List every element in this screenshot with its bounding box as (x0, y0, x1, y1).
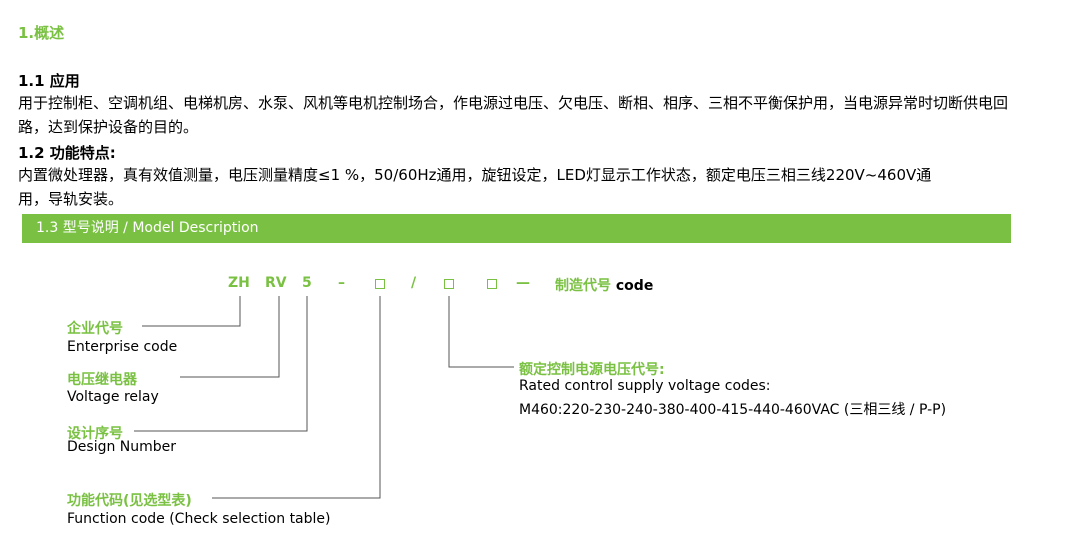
enterprise-connector (142, 296, 241, 327)
application-heading: 1.1 应用 (18, 72, 80, 90)
code-slash: / (411, 275, 417, 291)
code-rv: RV (265, 275, 287, 291)
manufacture-code-label: 制造代号 code (555, 275, 653, 295)
voltage-label-cn: 额定控制电源电压代号: (519, 362, 665, 378)
function-connector (212, 296, 381, 499)
voltage-connector (448, 296, 514, 368)
relay-connector (180, 296, 280, 378)
relay-label-en: Voltage relay (67, 389, 159, 405)
code-five: 5 (302, 275, 312, 291)
code-emdash: — (516, 275, 530, 291)
code-dash: – (338, 275, 345, 291)
function-label-en: Function code (Check selection table) (67, 511, 331, 527)
voltage-label-en: Rated control supply voltage codes: (519, 378, 771, 394)
features-text: 内置微处理器，真有效值测量，电压测量精度≤1 %，50/60Hz通用，旋钮设定，… (18, 166, 932, 208)
model-description-banner: 1.3 型号说明 / Model Description (22, 214, 1011, 243)
function-code-box (375, 279, 385, 289)
design-connector (134, 296, 308, 432)
code-zh: ZH (228, 275, 250, 291)
design-label-cn: 设计序号 (67, 426, 123, 442)
manufacture-code-cn: 制造代号 (555, 278, 611, 294)
manufacture-code-box (487, 279, 497, 289)
features-heading: 1.2 功能特点: (18, 144, 116, 162)
enterprise-label-en: Enterprise code (67, 339, 178, 355)
design-label-en: Design Number (67, 439, 177, 455)
relay-label-cn: 电压继电器 (67, 372, 137, 388)
section-title: 1.概述 (18, 24, 65, 42)
voltage-code-box (444, 279, 454, 289)
manufacture-code-en: code (615, 278, 654, 294)
application-text: 用于控制柜、空调机组、电梯机房、水泵、风机等电机控制场合，作电源过电压、欠电压、… (18, 94, 1009, 136)
voltage-values: M460:220-230-240-380-400-415-440-460VAC … (519, 402, 947, 418)
enterprise-label-cn: 企业代号 (67, 321, 123, 337)
function-label-cn: 功能代码(见选型表) (67, 493, 192, 509)
